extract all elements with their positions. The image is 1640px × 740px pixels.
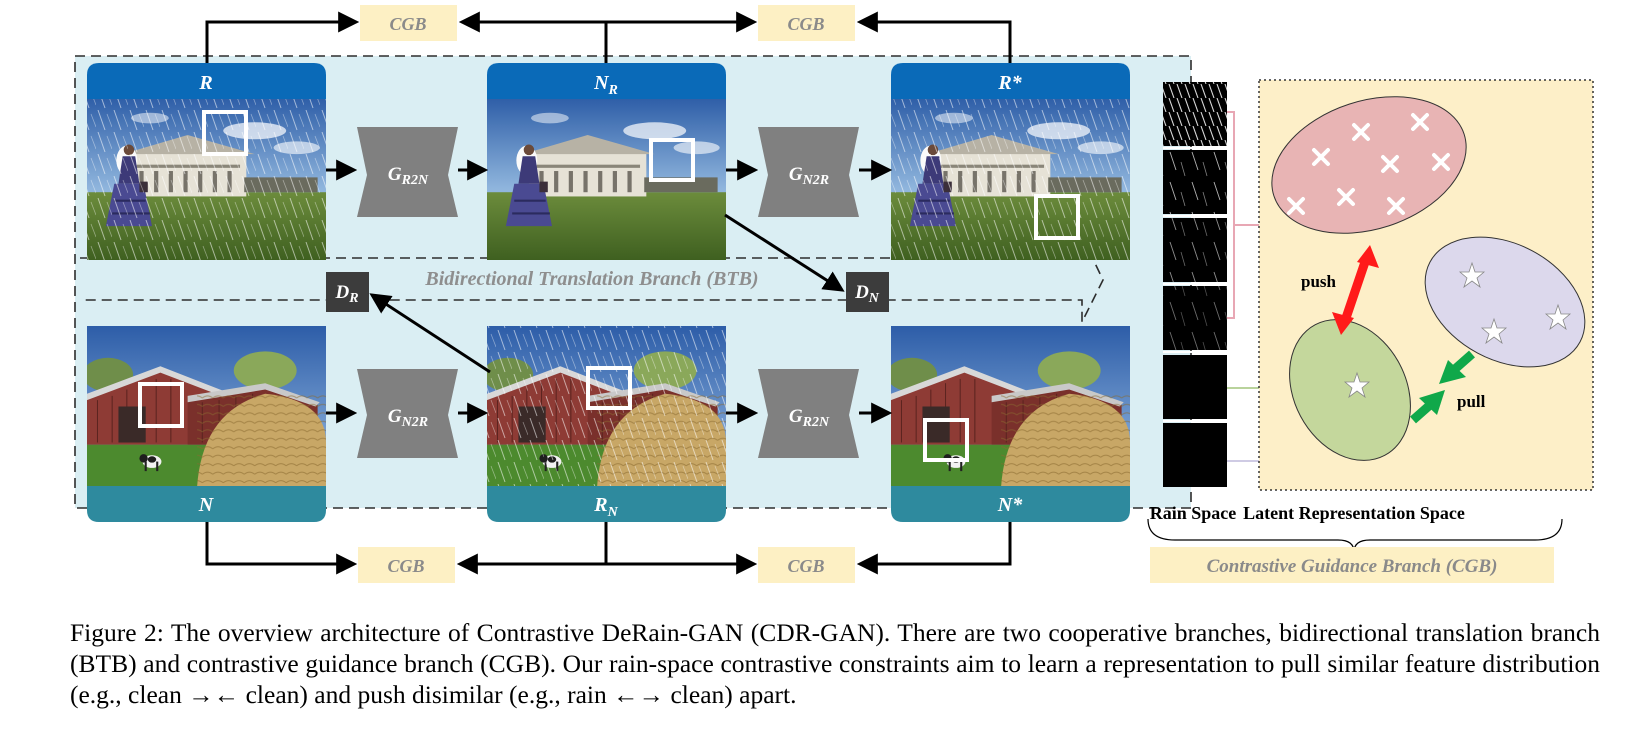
image-label-n: N [198, 494, 215, 516]
cgb-branch-label: Contrastive Guidance Branch (CGB) [1207, 556, 1498, 577]
svg-text:GR2N: GR2N [388, 164, 429, 188]
cgb-routing-arrows [205, 11, 1012, 575]
star-marker-anchor [1343, 371, 1371, 399]
cgb-box-bottom-right [758, 547, 855, 583]
crop-box [586, 366, 632, 410]
cgb-box-top-right [758, 5, 855, 41]
generator-bottom-right: GR2N [758, 369, 859, 458]
generator-bottom-left: GN2R [357, 369, 458, 458]
rain-cluster-ellipse [1271, 96, 1467, 234]
image-label-nr: NR [593, 72, 618, 98]
svg-text:DR: DR [334, 282, 358, 306]
cross-markers [1287, 113, 1450, 215]
cgb-label-top-left: CGB [389, 14, 426, 34]
cgb-label-bottom-right: CGB [787, 556, 824, 576]
cgb-box-top-left [360, 5, 457, 41]
push-arrow [1332, 245, 1379, 335]
rain-space-label: Rain Space [1150, 503, 1237, 523]
pull-arrows [1410, 350, 1475, 424]
cgb-label-top-right: CGB [787, 14, 824, 34]
crop-box [649, 138, 695, 182]
cgb-label-bottom-left: CGB [387, 556, 424, 576]
clean-cluster-ellipse [1424, 236, 1586, 368]
star-markers [1458, 261, 1572, 345]
cgb-branch-box [1150, 547, 1554, 583]
svg-text:GR2N: GR2N [789, 406, 830, 430]
crop-box [138, 382, 184, 428]
image-rn: RN [487, 326, 726, 522]
image-label-r: R [198, 72, 212, 94]
flow-arrows [326, 159, 893, 424]
anchor-cluster-ellipse [1289, 319, 1411, 461]
svg-text:GN2R: GN2R [388, 406, 428, 430]
generator-top-right: GN2R [758, 127, 859, 217]
image-label-rstar: R* [997, 72, 1022, 94]
svg-text:GN2R: GN2R [789, 164, 829, 188]
image-rstar: R* [891, 63, 1130, 260]
image-r: R [87, 63, 326, 260]
crop-box [202, 110, 248, 156]
rain-space-strip [1163, 82, 1227, 487]
push-label: push [1301, 272, 1337, 291]
svg-text:DN: DN [854, 282, 880, 306]
image-n: N [87, 326, 326, 522]
cgb-box-bottom-left [358, 547, 455, 583]
crop-box [1034, 194, 1080, 240]
image-nstar: N* [891, 326, 1130, 522]
btb-label: Bidirectional Translation Branch (BTB) [424, 268, 758, 290]
discriminator-dn: DN [846, 272, 889, 312]
figure-caption: Figure 2: The overview architecture of C… [70, 618, 1600, 709]
image-label-nstar: N* [997, 494, 1023, 516]
latent-space-label: Latent Representation Space [1243, 503, 1465, 523]
pull-label: pull [1457, 392, 1486, 411]
image-label-rn: RN [593, 494, 618, 520]
discriminator-dr: DR [326, 272, 369, 312]
image-nr: NR [487, 63, 726, 260]
crop-box [923, 418, 969, 462]
generator-top-left: GR2N [357, 127, 458, 217]
